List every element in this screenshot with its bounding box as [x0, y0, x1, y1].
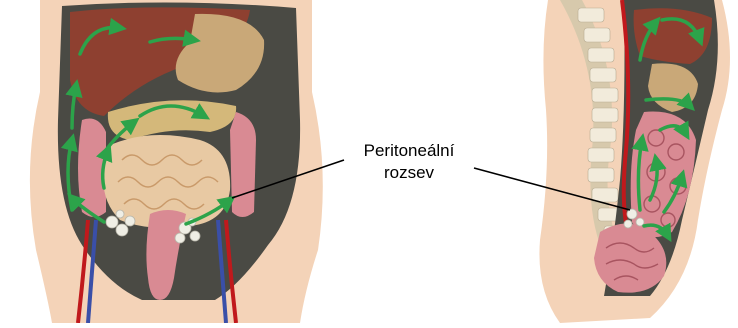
- label-line-2: rozsev: [330, 162, 488, 184]
- frontal-view: [30, 0, 323, 323]
- label-line-1: Peritoneální: [330, 140, 488, 162]
- sagittal-view: [539, 0, 730, 323]
- peritoneal-spread-label: Peritoneální rozsev: [330, 140, 488, 184]
- descending-colon: [230, 112, 256, 217]
